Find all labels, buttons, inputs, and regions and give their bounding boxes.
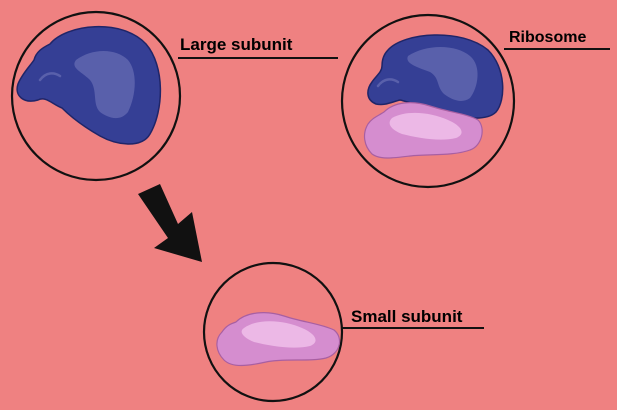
- small-subunit-shape: [216, 312, 341, 367]
- ribosome-circle: [340, 13, 516, 189]
- ribosome-label: Ribosome: [509, 29, 587, 46]
- small-subunit-circle: [202, 261, 344, 403]
- large-subunit-panel: [10, 10, 338, 182]
- large-subunit-label: Large subunit: [180, 35, 293, 54]
- ribosome-small-subunit-shape: [363, 102, 483, 159]
- small-subunit-label: Small subunit: [351, 307, 463, 326]
- arrow-icon: [138, 184, 202, 262]
- large-subunit-shape: [16, 25, 162, 145]
- large-subunit-circle: [10, 10, 182, 182]
- ribosome-large-subunit-shape: [367, 34, 504, 119]
- small-subunit-panel: [202, 261, 484, 403]
- ribosome-panel: [340, 13, 610, 189]
